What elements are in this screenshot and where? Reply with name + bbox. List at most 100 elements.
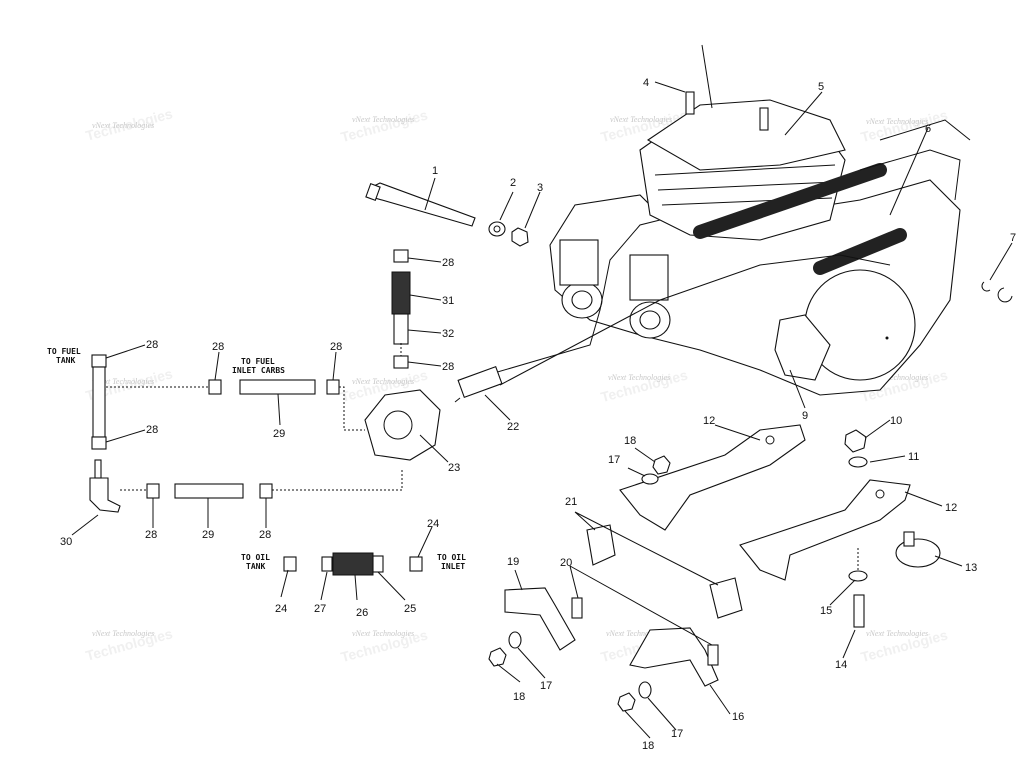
watermark: vNext Technologies	[866, 629, 928, 638]
callout-24: 24	[427, 518, 439, 530]
watermark: vNext Technologies	[866, 373, 928, 382]
part-2-washer	[488, 221, 506, 237]
callout-29: 29	[273, 428, 285, 440]
part-21-mount	[709, 577, 743, 619]
part-16-bracket	[629, 627, 719, 687]
part-17-washer	[508, 631, 522, 649]
callout-12: 12	[945, 502, 957, 514]
part-21-mount	[586, 524, 616, 566]
callout-2: 2	[510, 177, 516, 189]
part-23-fuel-pump	[364, 389, 441, 461]
callout-25: 25	[404, 603, 416, 615]
watermark: vNext Technologies	[352, 377, 414, 386]
callout-13: 13	[965, 562, 977, 574]
callout-6: 6	[925, 123, 931, 135]
watermark: vNext Technologies	[352, 629, 414, 638]
part-28-clamp	[393, 355, 409, 369]
part-14-bolt	[853, 594, 865, 628]
part-25-fitting	[372, 555, 384, 573]
callout-23: 23	[448, 462, 460, 474]
part-24-clamp	[283, 556, 297, 572]
to-oil-inlet-label: INLET	[441, 562, 465, 571]
part-12-bracket	[739, 479, 911, 581]
callout-10: 10	[890, 415, 902, 427]
callout-18: 18	[624, 435, 636, 447]
watermark: vNext Technologies	[92, 377, 154, 386]
part-7-washer	[981, 281, 991, 292]
callout-4: 4	[643, 77, 649, 89]
part-17-washer	[638, 681, 652, 699]
part-1-bolt	[365, 182, 476, 227]
callout-numbers: 1 2 3 4 5 6 7 9 10 11 12 12 13 14 15 16 …	[60, 77, 1016, 752]
callout-15: 15	[820, 605, 832, 617]
part-32-hose	[393, 313, 409, 345]
part-13-damper	[895, 538, 941, 568]
coolant-hose-icon	[813, 228, 907, 275]
part-12-bracket	[619, 424, 806, 531]
part-27-hose	[321, 556, 333, 572]
callout-18: 18	[513, 691, 525, 703]
part-17-washer	[641, 473, 659, 485]
callout-3: 3	[537, 182, 543, 194]
to-oil-inlet-label: TO OIL	[437, 553, 466, 562]
part-28-clamp	[326, 379, 340, 395]
callout-12: 12	[703, 415, 715, 427]
callout-1: 1	[432, 165, 438, 177]
to-fuel-inlet-carbs-label: INLET CARBS	[232, 366, 285, 375]
callout-22: 22	[507, 421, 519, 433]
watermark: vNext Technologies	[608, 373, 670, 382]
callout-28: 28	[259, 529, 271, 541]
to-oil-tank-label: TANK	[246, 562, 265, 571]
callout-24: 24	[275, 603, 287, 615]
part-18-nut	[488, 647, 507, 667]
watermark: vNext Technologies	[606, 629, 668, 638]
watermark: vNext Technologies	[866, 117, 928, 126]
callout-32: 32	[442, 328, 454, 340]
callout-28: 28	[146, 339, 158, 351]
to-oil-tank-label: TO OIL	[241, 553, 270, 562]
callout-17: 17	[608, 454, 620, 466]
spark-plug-icon	[759, 107, 769, 131]
flow-annotations: TO FUEL TANK TO FUEL INLET CARBS TO OIL …	[47, 347, 466, 571]
coolant-hose-icon	[693, 163, 887, 239]
part-22-connector	[457, 365, 503, 399]
leader-lines	[71, 81, 1013, 739]
part-11-washer	[848, 456, 868, 468]
callout-9: 9	[802, 410, 808, 422]
part-3-nut	[511, 227, 529, 247]
engine-assembly	[454, 44, 971, 403]
callout-14: 14	[835, 659, 847, 671]
callout-29: 29	[202, 529, 214, 541]
callout-27: 27	[314, 603, 326, 615]
dipstick-icon	[701, 44, 713, 109]
part-29-hose	[92, 366, 106, 438]
to-fuel-inlet-carbs-label: TO FUEL	[241, 357, 275, 366]
wire-icon	[469, 219, 661, 381]
callout-28: 28	[442, 257, 454, 269]
part-28-clamp	[208, 379, 222, 395]
callout-19: 19	[507, 556, 519, 568]
spark-plug-icon	[685, 91, 695, 115]
part-10-nut	[844, 429, 867, 453]
watermark: vNext Technologies	[92, 629, 154, 638]
callout-28: 28	[330, 341, 342, 353]
part-30-fitting	[89, 477, 121, 513]
part-15-washer	[848, 570, 868, 582]
part-26-hose	[332, 552, 374, 576]
part-24-clamp	[409, 556, 423, 572]
callout-28: 28	[145, 529, 157, 541]
part-18-nut	[617, 692, 636, 712]
callout-17: 17	[671, 728, 683, 740]
part-28-clamp	[259, 483, 273, 499]
callout-28: 28	[212, 341, 224, 353]
callout-30: 30	[60, 536, 72, 548]
callout-26: 26	[356, 607, 368, 619]
part-20-bolt	[707, 644, 719, 666]
callout-21: 21	[565, 496, 577, 508]
part-19-bracket	[504, 587, 576, 651]
part-28-clamp	[91, 354, 107, 368]
callout-7: 7	[1010, 232, 1016, 244]
callout-5: 5	[818, 81, 824, 93]
callout-11: 11	[908, 451, 919, 463]
